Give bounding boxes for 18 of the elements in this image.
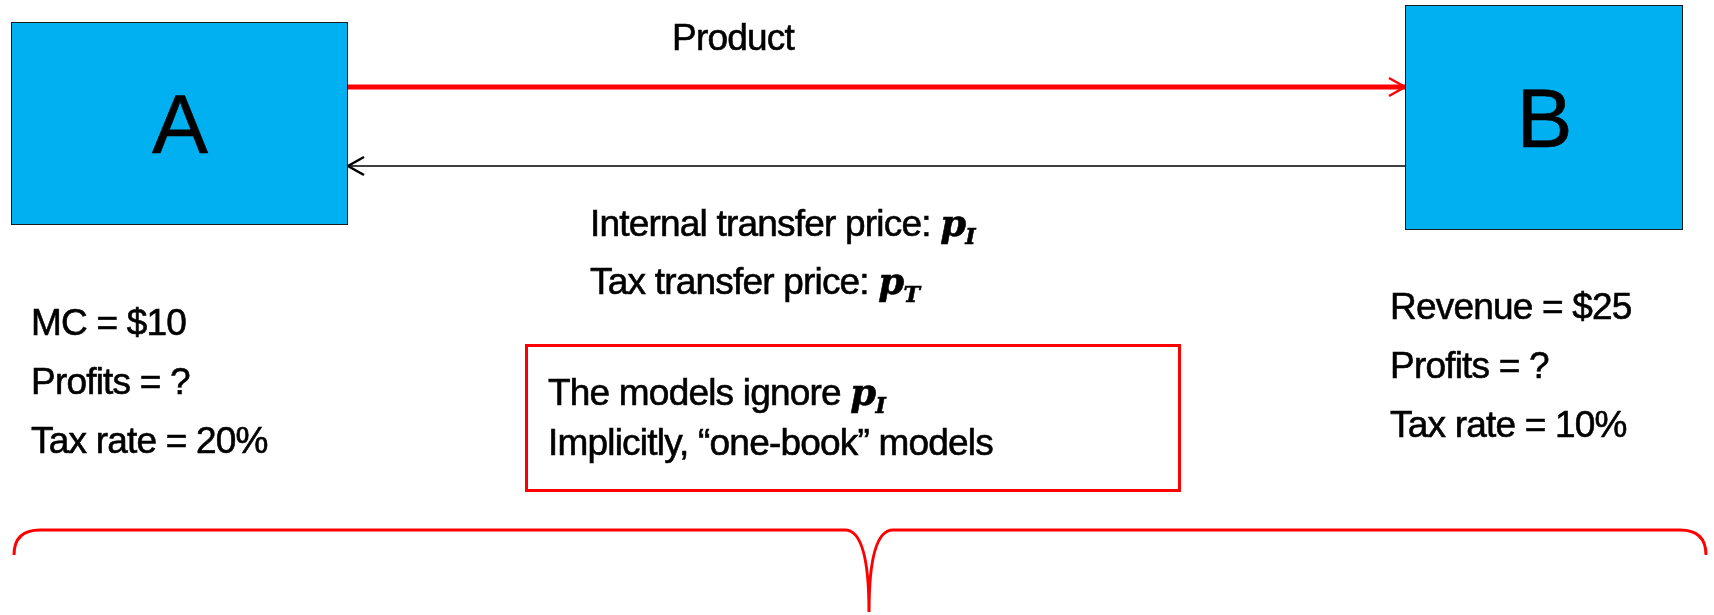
entity-box bbox=[11, 22, 348, 225]
entity-label: A bbox=[151, 81, 208, 166]
note-text: The models ignore p$_{I}$ bbox=[548, 369, 885, 421]
annotation-text: MC = $10 bbox=[31, 301, 187, 345]
annotation-text: Revenue = $25 bbox=[1390, 285, 1632, 329]
entity-label: B bbox=[1516, 75, 1572, 160]
annotation-text: Tax transfer price: p$_{T}$ bbox=[590, 258, 920, 310]
annotation-text: Internal transfer price: p$_{I}$ bbox=[590, 200, 975, 252]
entity-box bbox=[1405, 5, 1683, 230]
annotation-text: Tax rate = 10% bbox=[1390, 403, 1627, 447]
note-box bbox=[525, 344, 1181, 492]
arrow bbox=[346, 155, 1406, 177]
annotation-text: Tax rate = 20% bbox=[31, 419, 268, 463]
annotation-text: Profits = ? bbox=[31, 360, 190, 404]
note-text: Implicitly, “one-book” models bbox=[548, 421, 993, 466]
annotation-text: Profits = ? bbox=[1390, 344, 1549, 388]
edge-label: Product bbox=[672, 16, 794, 60]
arrow bbox=[348, 76, 1407, 98]
